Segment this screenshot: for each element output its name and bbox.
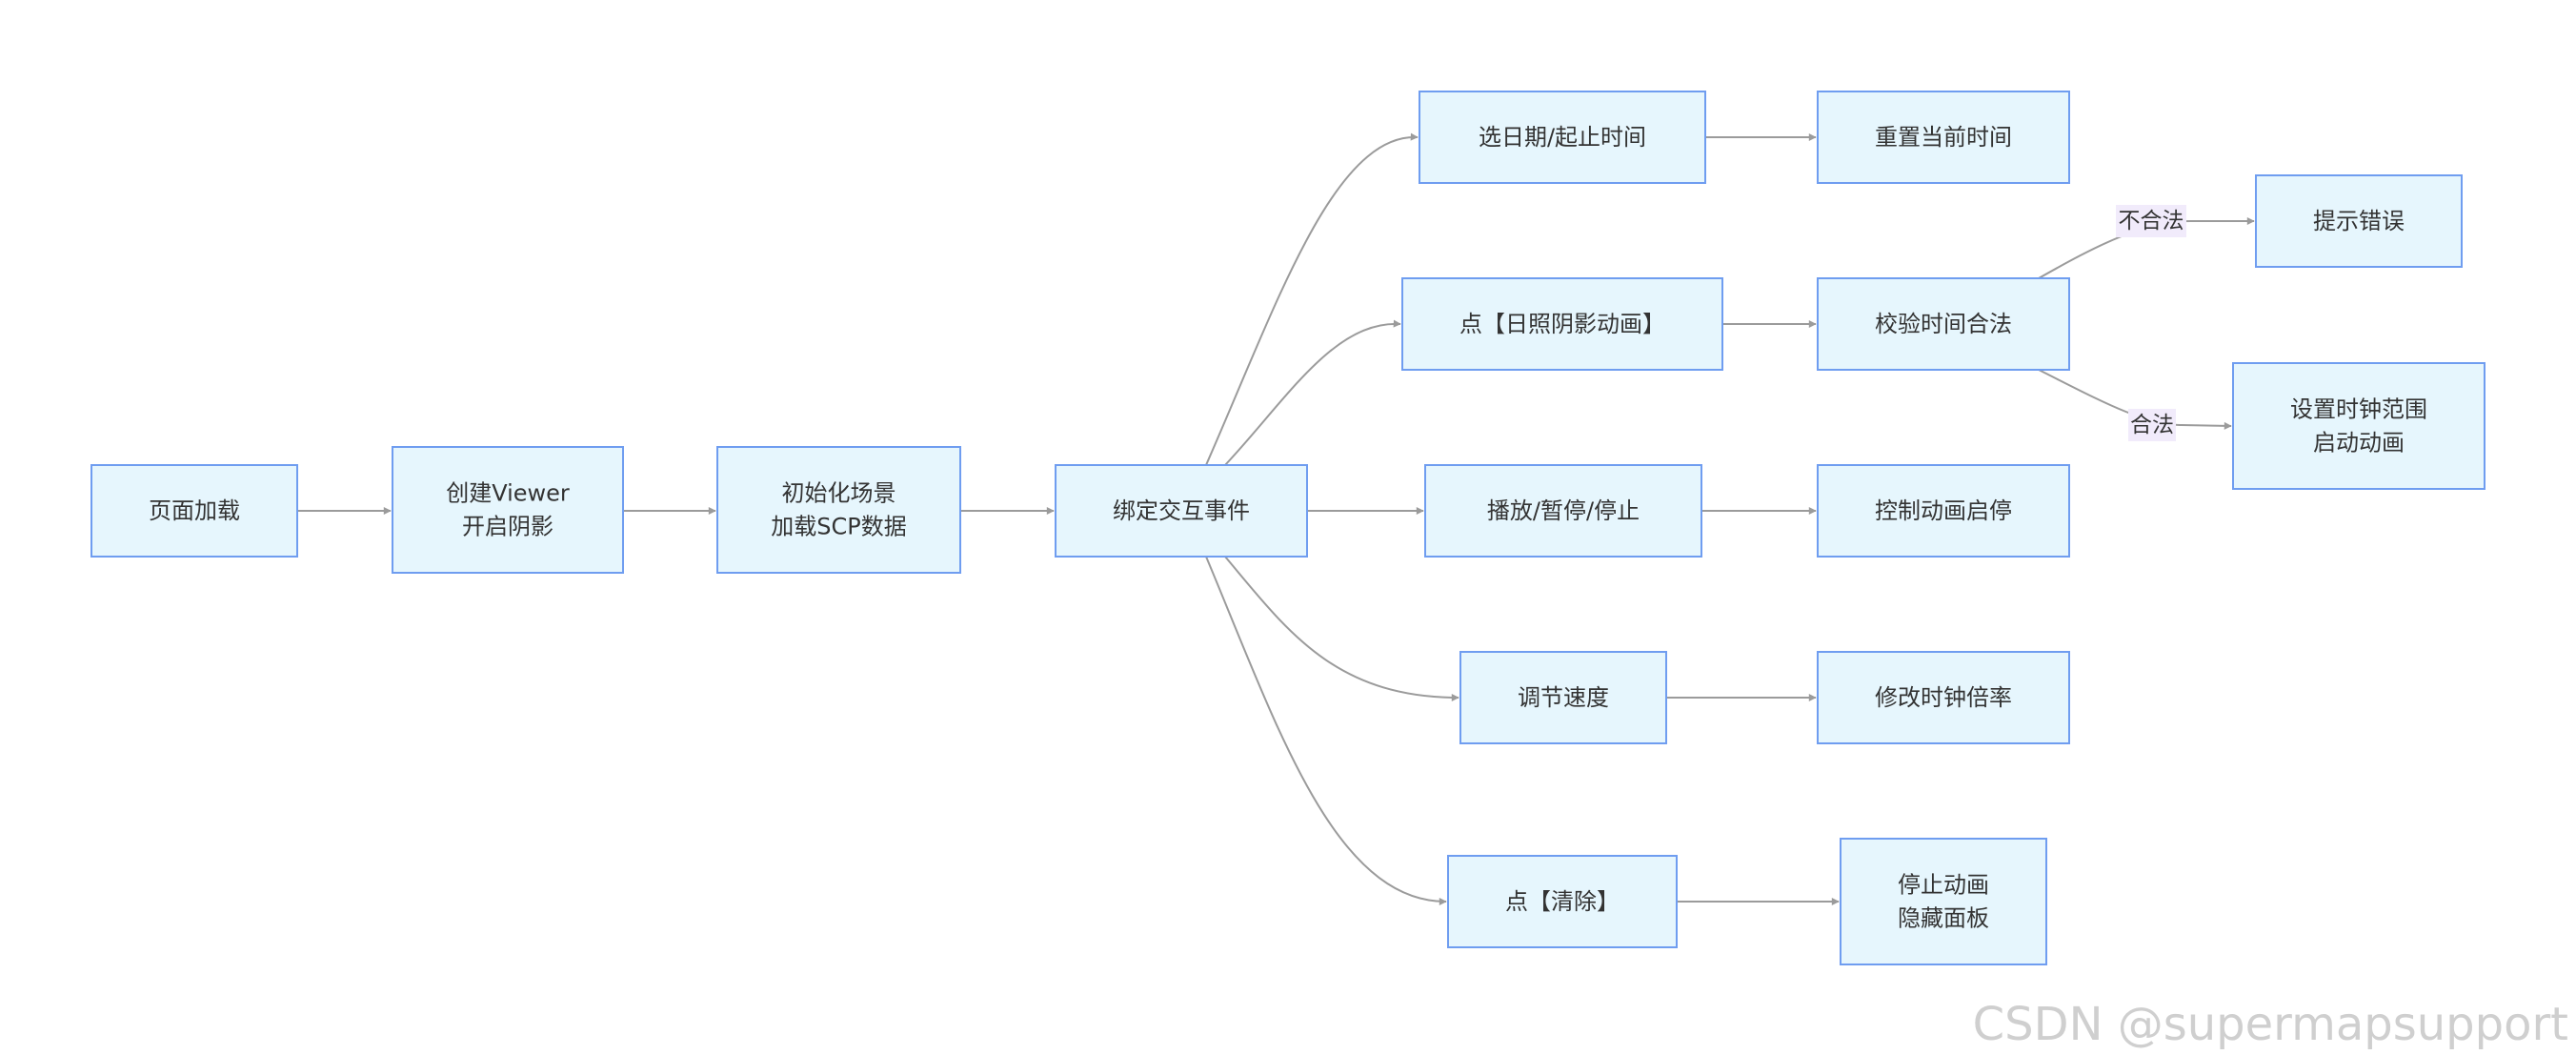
node-create-viewer-label-1: 创建Viewer [446, 480, 570, 507]
node-stop-hide-label-1: 停止动画 [1898, 872, 1989, 899]
node-init-scene-label-1: 初始化场景 [782, 480, 896, 507]
node-reset-time-label-1: 重置当前时间 [1875, 124, 2012, 151]
node-reset-time-box [1817, 91, 2070, 184]
node-create-viewer-box [392, 446, 624, 574]
node-click-clear: 点【清除】 [1447, 855, 1678, 948]
node-stop-hide-label-2: 隐藏面板 [1898, 905, 1989, 932]
node-create-viewer-label-2: 开启阴影 [462, 514, 553, 540]
node-click-clear-label-1: 点【清除】 [1505, 888, 1620, 915]
node-stop-hide-box [1840, 838, 2047, 965]
node-init-scene-label-2: 加载SCP数据 [771, 514, 906, 540]
edge-bind-events-to-select-date [1205, 132, 1419, 466]
node-control-anim-box [1817, 464, 2070, 558]
node-set-clock-label-1: 设置时钟范围 [2290, 396, 2427, 423]
node-bind-events: 绑定交互事件 [1055, 464, 1308, 558]
node-validate-time-box [1817, 277, 2070, 371]
node-bind-events-box [1055, 464, 1308, 558]
edge-label-valid-bg [2128, 409, 2176, 441]
node-select-date-box [1419, 91, 1706, 184]
node-click-clear-box [1447, 855, 1678, 948]
node-click-animation: 点【日照阴影动画】 [1401, 277, 1723, 371]
node-create-viewer: 创建Viewer 开启阴影 [392, 446, 624, 574]
node-page-load-label-1: 页面加载 [149, 497, 240, 524]
node-play-pause: 播放/暂停/停止 [1424, 464, 1702, 558]
node-set-clock-box [2232, 362, 2485, 490]
node-show-error: 提示错误 [2255, 174, 2463, 268]
node-select-date-label-1: 选日期/起止时间 [1479, 124, 1646, 151]
node-adjust-speed-label-1: 调节速度 [1518, 684, 1609, 711]
node-validate-time-label-1: 校验时间合法 [1875, 311, 2012, 337]
node-click-animation-box [1401, 277, 1723, 371]
edge-bind-events-to-adjust-speed [1224, 556, 1459, 701]
node-control-anim: 控制动画启停 [1817, 464, 2070, 558]
node-play-pause-label-1: 播放/暂停/停止 [1487, 497, 1640, 524]
node-validate-time: 校验时间合法 [1817, 277, 2070, 371]
node-bind-events-label-1: 绑定交互事件 [1113, 497, 1250, 524]
node-click-animation-label-1: 点【日照阴影动画】 [1459, 311, 1665, 337]
edge-bind-events-to-click-clear [1205, 556, 1447, 905]
edge-label-valid: 合法 [2130, 413, 2174, 437]
node-page-load: 页面加载 [91, 464, 298, 558]
node-show-error-label-1: 提示错误 [2313, 208, 2405, 234]
node-modify-rate-label-1: 修改时钟倍率 [1875, 684, 2012, 711]
node-adjust-speed: 调节速度 [1459, 651, 1667, 744]
edge-label-invalid: 不合法 [2119, 209, 2184, 233]
node-select-date: 选日期/起止时间 [1419, 91, 1706, 184]
edge-label-invalid-bg [2116, 205, 2186, 237]
node-modify-rate-box [1817, 651, 2070, 744]
node-modify-rate: 修改时钟倍率 [1817, 651, 2070, 744]
node-play-pause-box [1424, 464, 1702, 558]
node-control-anim-label-1: 控制动画启停 [1875, 497, 2012, 524]
node-reset-time: 重置当前时间 [1817, 91, 2070, 184]
node-init-scene-box [716, 446, 961, 574]
node-show-error-box [2255, 174, 2463, 268]
watermark: CSDN @supermapsupport [1972, 998, 2568, 1051]
node-adjust-speed-box [1459, 651, 1667, 744]
node-set-clock-label-2: 启动动画 [2313, 430, 2405, 456]
node-page-load-box [91, 464, 298, 558]
edge-bind-events-to-click-animation [1224, 319, 1401, 466]
